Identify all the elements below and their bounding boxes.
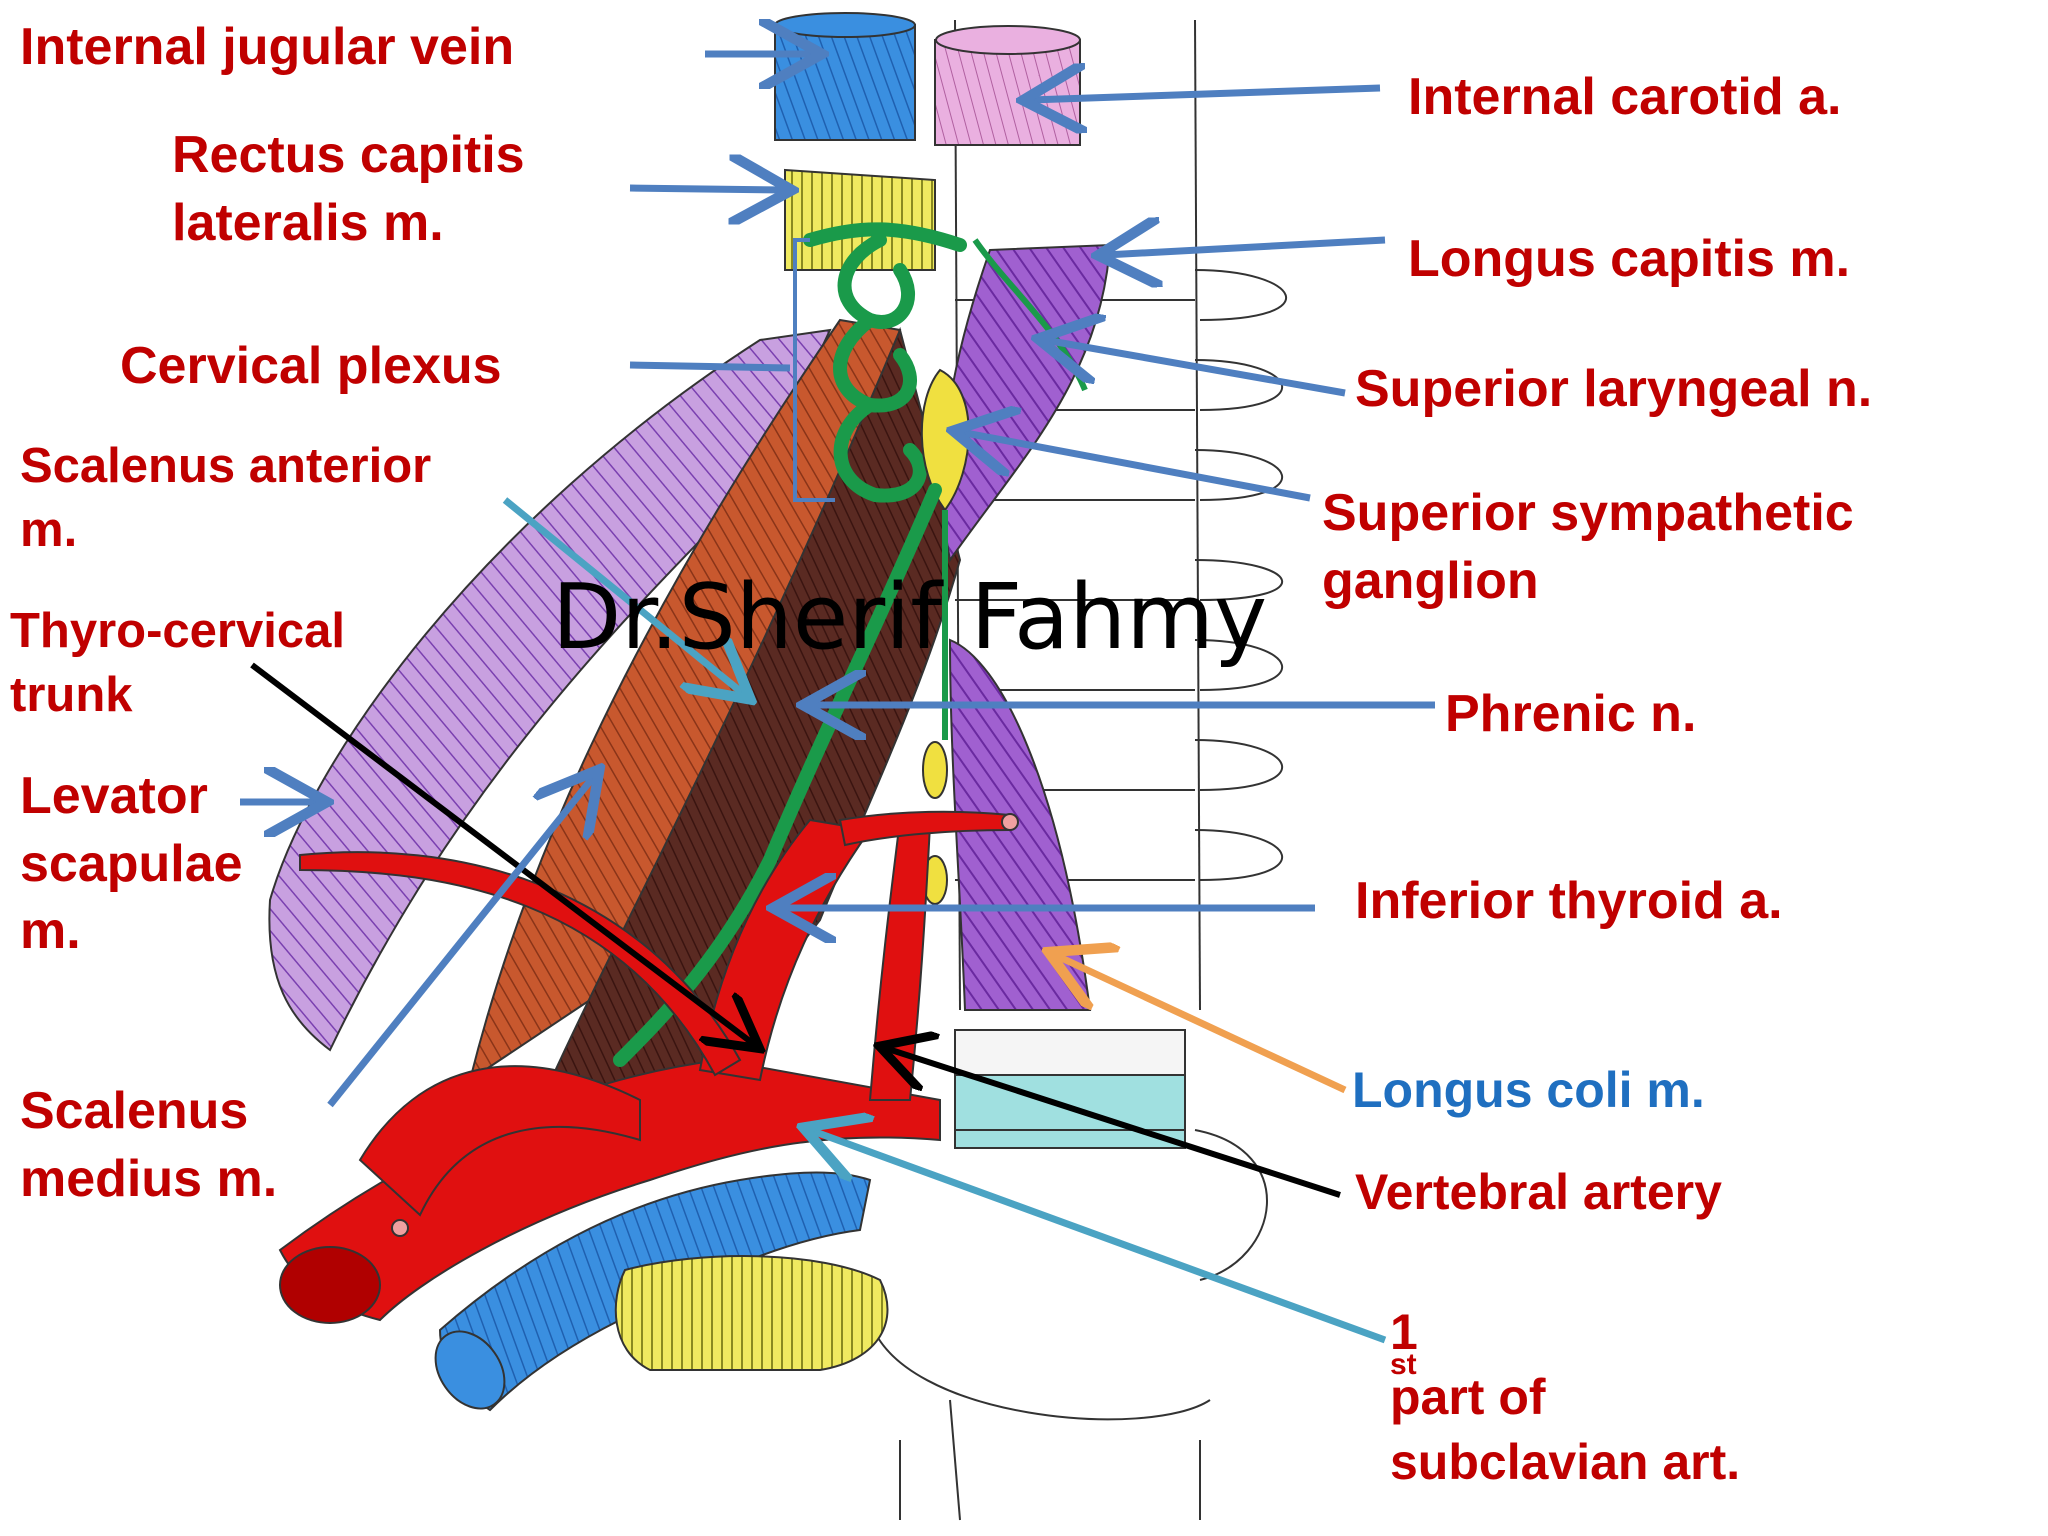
label-text: part of: [1390, 1369, 1546, 1425]
label-text: Scalenus: [20, 1082, 249, 1140]
internal-jugular-vein: [774, 12, 916, 141]
pointer-arrows: [240, 54, 1435, 1344]
label-scalenus-medius: Scalenus medius m.: [20, 1078, 277, 1213]
cervical-plexus-bracket: [793, 238, 835, 502]
label-cervical-plexus: Cervical plexus: [120, 333, 502, 401]
middle-cervical-ganglion: [922, 741, 948, 799]
label-text: Superior sympathetic: [1322, 484, 1854, 542]
label-longus-coli: Longus coli m.: [1352, 1058, 1705, 1123]
label-internal-carotid: Internal carotid a.: [1408, 64, 1841, 132]
label-superior-sympathetic-ganglion: Superior sympathetic ganglion: [1322, 480, 1854, 615]
label-text: Rectus capitis: [172, 126, 525, 184]
label-vertebral-artery: Vertebral artery: [1355, 1160, 1722, 1225]
label-thyro-cervical-trunk: Thyro-cervical trunk: [10, 600, 345, 727]
longus-capitis-muscle: [941, 243, 1112, 563]
label-text: ganglion: [1322, 551, 1539, 610]
label-text: Phrenic n.: [1445, 685, 1697, 743]
label-text: 1: [1390, 1304, 1418, 1360]
label-text: Superior laryngeal n.: [1355, 360, 1873, 418]
label-text: trunk: [10, 667, 133, 722]
label-text: lateralis m.: [172, 193, 444, 252]
label-text: Levator: [20, 767, 208, 825]
label-text: medius m.: [20, 1149, 278, 1208]
label-text: subclavian art.: [1390, 1434, 1741, 1490]
cervical-plexus-nerve: [803, 222, 967, 503]
label-superior-laryngeal: Superior laryngeal n.: [1355, 356, 1872, 424]
label-levator-scapulae: Levator scapulae m.: [20, 763, 243, 966]
label-text: m.: [20, 502, 78, 557]
label-text: Inferior thyroid a.: [1355, 872, 1783, 930]
label-text: m.: [20, 902, 81, 961]
label-text: Cervical plexus: [120, 337, 502, 395]
label-text: Scalenus anterior: [20, 439, 432, 493]
label-text: Longus capitis m.: [1408, 230, 1851, 288]
label-text: Thyro-cervical: [10, 604, 345, 658]
label-text: Internal jugular vein: [20, 18, 515, 76]
label-phrenic: Phrenic n.: [1445, 681, 1696, 749]
label-text: Vertebral artery: [1355, 1164, 1722, 1220]
vertebral-body-band: [954, 1029, 1186, 1149]
label-longus-capitis: Longus capitis m.: [1408, 226, 1850, 294]
label-scalenus-anterior: Scalenus anterior m.: [20, 435, 431, 562]
label-text: Longus coli m.: [1352, 1062, 1705, 1118]
label-text: scapulae: [20, 834, 243, 893]
pleura-dome: [614, 1255, 889, 1371]
watermark: Dr.Sherif Fahmy: [552, 565, 1268, 670]
internal-carotid-artery: [934, 25, 1081, 146]
label-internal-jugular-vein: Internal jugular vein: [20, 14, 514, 82]
rectus-capitis-lateralis-muscle: [784, 168, 936, 271]
label-rectus-capitis-lateralis: Rectus capitis lateralis m.: [172, 122, 525, 257]
label-text: Internal carotid a.: [1408, 68, 1842, 126]
label-inferior-thyroid: Inferior thyroid a.: [1355, 868, 1783, 936]
